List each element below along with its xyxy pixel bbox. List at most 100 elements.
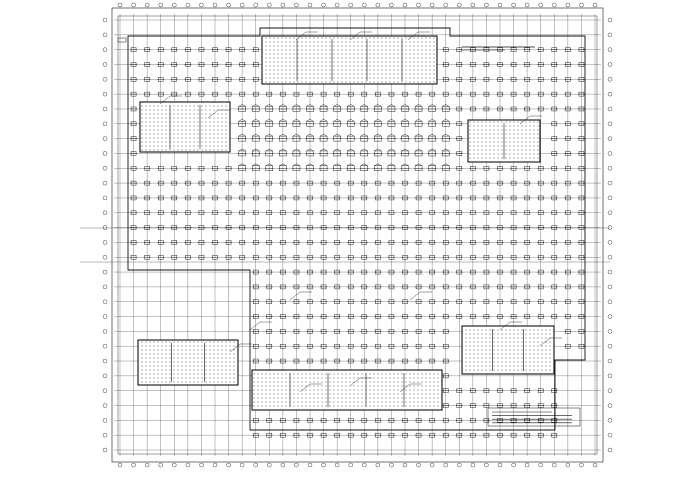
pile-cap-marker bbox=[265, 133, 273, 137]
pile-cap-marker bbox=[238, 119, 246, 122]
pile-caps bbox=[130, 47, 585, 438]
axis-bubble-bottom bbox=[429, 462, 435, 468]
pile-cap-marker bbox=[306, 163, 314, 166]
pile-cap-marker bbox=[279, 133, 287, 137]
axis-bubble-bottom bbox=[538, 462, 543, 468]
pile-cap-marker bbox=[414, 119, 423, 122]
pile-cap-marker bbox=[306, 148, 314, 152]
axis-bubble-left bbox=[102, 284, 108, 290]
axis-bubble-bottom bbox=[470, 462, 476, 468]
pile-cap-marker bbox=[442, 148, 450, 152]
callout-leader bbox=[349, 31, 361, 41]
axis-bubble-top bbox=[158, 2, 163, 8]
axis-bubble-top bbox=[280, 2, 286, 8]
axis-bubble-left bbox=[102, 62, 108, 67]
axis-bubble-left bbox=[102, 418, 108, 423]
axis-bubble-right bbox=[607, 329, 613, 334]
pile-cap-marker bbox=[347, 133, 355, 137]
axis-bubble-bottom bbox=[158, 462, 163, 468]
axis-bubble-top bbox=[294, 2, 299, 8]
pile-cap-marker bbox=[347, 119, 355, 122]
pile-cap-marker bbox=[347, 148, 355, 152]
axis-bubble-top bbox=[592, 2, 598, 8]
axis-bubble-left bbox=[102, 314, 108, 319]
pile-cap-marker bbox=[414, 148, 423, 152]
pile-cap-marker bbox=[292, 148, 301, 152]
axis-bubble-left bbox=[102, 151, 108, 156]
axis-bubble-bottom bbox=[511, 462, 516, 468]
axis-bubble-right bbox=[607, 62, 613, 67]
axis-bubble-top bbox=[484, 2, 489, 8]
pile-cap-marker bbox=[333, 119, 341, 122]
inner-dimension-line bbox=[117, 15, 598, 455]
pile-cap-marker bbox=[292, 119, 301, 122]
axis-bubble-right bbox=[607, 269, 613, 275]
pile-cap-marker bbox=[279, 148, 287, 152]
axis-bubble-top bbox=[117, 2, 123, 8]
axis-bubble-left bbox=[102, 299, 108, 304]
axis-bubble-left bbox=[102, 91, 108, 97]
callout-leader bbox=[159, 95, 171, 105]
pile-cap-marker bbox=[442, 163, 450, 166]
axis-bubble-left bbox=[102, 403, 108, 408]
axis-bubble-top bbox=[307, 2, 313, 8]
axis-bubble-top bbox=[524, 2, 530, 8]
axis-bubble-left bbox=[102, 225, 108, 230]
north-symbol bbox=[117, 37, 127, 43]
callout-leader bbox=[295, 31, 307, 41]
axis-bubble-top bbox=[565, 2, 571, 8]
axis-bubble-top bbox=[552, 2, 557, 8]
axis-bubble-top bbox=[375, 2, 381, 8]
axis-bubble-bottom bbox=[389, 462, 394, 468]
axis-bubble-top bbox=[199, 2, 204, 8]
pile-cap-marker bbox=[401, 119, 409, 122]
axis-bubble-right bbox=[607, 284, 613, 290]
pile-cap-marker bbox=[306, 119, 314, 122]
pile-cap-marker bbox=[319, 148, 328, 152]
axis-bubble-right bbox=[607, 47, 613, 52]
pile-cap-marker bbox=[238, 163, 246, 166]
pile-cap-marker bbox=[414, 104, 423, 107]
axis-bubble-right bbox=[607, 225, 613, 230]
pile-cap-marker bbox=[442, 119, 450, 122]
axis-bubble-bottom bbox=[267, 462, 272, 468]
axis-bubble-left bbox=[102, 180, 108, 186]
pile-cap-marker bbox=[319, 163, 328, 166]
pile-cap-marker bbox=[333, 163, 341, 166]
axis-bubble-top bbox=[239, 2, 245, 8]
core-block-west-upper-core bbox=[139, 101, 231, 153]
core-blocks bbox=[137, 35, 555, 411]
axis-bubble-left bbox=[102, 329, 108, 334]
pile-cap-marker bbox=[360, 104, 368, 107]
pile-cap-marker bbox=[252, 104, 260, 107]
axis-bubble-top bbox=[185, 2, 191, 8]
axis-bubble-right bbox=[607, 358, 613, 364]
axis-bubble-top bbox=[226, 2, 231, 8]
axis-bubble-right bbox=[607, 299, 613, 304]
axis-bubble-right bbox=[607, 447, 613, 453]
callout-leader bbox=[349, 377, 361, 387]
axis-bubble-right bbox=[607, 32, 613, 38]
axis-bubble-left bbox=[102, 447, 108, 453]
axis-bubble-bottom bbox=[402, 462, 408, 468]
building-outline bbox=[127, 27, 586, 431]
pile-cap-marker bbox=[360, 163, 368, 166]
pile-cap-marker bbox=[387, 133, 396, 137]
axis-bubble-bottom bbox=[334, 462, 340, 468]
pile-cap-marker bbox=[319, 119, 328, 122]
callout-leader bbox=[399, 383, 411, 393]
axis-bubble-right bbox=[607, 195, 613, 201]
axis-bubble-right bbox=[607, 210, 613, 215]
pile-cap-marker bbox=[401, 133, 409, 137]
axis-bubble-bottom bbox=[239, 462, 245, 468]
axis-bubble-bottom bbox=[565, 462, 571, 468]
axis-bubble-top bbox=[443, 2, 448, 8]
axis-bubble-top bbox=[212, 2, 218, 8]
pile-cap-marker bbox=[428, 133, 436, 137]
axis-bubble-top bbox=[497, 2, 503, 8]
axis-bubble-right bbox=[607, 314, 613, 319]
axis-bubble-right bbox=[607, 180, 613, 186]
dimension-frame bbox=[111, 7, 604, 463]
axis-bubble-left bbox=[102, 121, 108, 126]
pile-cap-marker bbox=[387, 119, 396, 122]
